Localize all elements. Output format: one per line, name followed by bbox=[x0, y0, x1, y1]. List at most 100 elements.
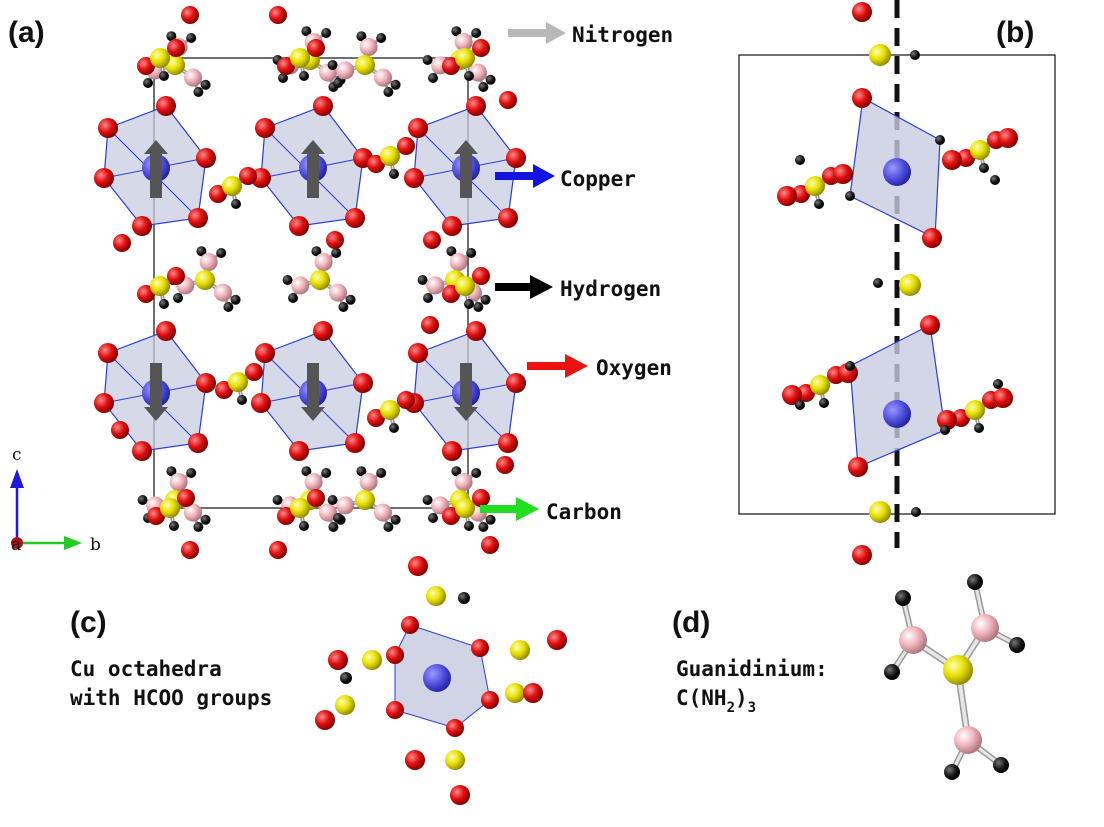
oxygen-atom bbox=[442, 441, 462, 461]
axis-label-b: b bbox=[90, 535, 101, 555]
hydrogen-atom bbox=[389, 169, 399, 179]
oxygen-atom bbox=[132, 441, 152, 461]
carbon-atom bbox=[869, 44, 891, 66]
hydrogen-atom bbox=[288, 293, 298, 303]
hydrogen-atom bbox=[356, 466, 367, 477]
carbon-atom bbox=[290, 48, 310, 68]
hydrogen-atom bbox=[795, 155, 805, 165]
hydrogen-atom bbox=[327, 60, 338, 70]
hydrogen-atom bbox=[143, 78, 153, 88]
panel-b-structure bbox=[777, 2, 1018, 565]
oxygen-atom bbox=[181, 6, 199, 24]
hydrogen-atom bbox=[464, 71, 474, 81]
oxygen-atom bbox=[307, 489, 325, 507]
oxygen-atom bbox=[922, 228, 942, 248]
oxygen-atom bbox=[196, 148, 216, 168]
hydrogen-atom bbox=[231, 199, 241, 209]
hydrogen-atom bbox=[814, 199, 824, 209]
hydrogen-atom bbox=[230, 294, 241, 305]
hydrogen-atom bbox=[819, 398, 829, 408]
hydrogen-atom bbox=[390, 514, 401, 525]
hydrogen-atom bbox=[473, 302, 484, 312]
hydrogen-atom bbox=[376, 468, 387, 478]
hydrogen-atom bbox=[200, 79, 211, 90]
carbon-atom bbox=[160, 498, 180, 518]
oxygen-atom bbox=[255, 118, 275, 138]
cu-octahedron bbox=[849, 324, 946, 468]
nitrogen-atom bbox=[336, 496, 355, 515]
oxygen-atom bbox=[421, 316, 439, 334]
oxygen-atom bbox=[94, 393, 114, 413]
oxygen-atom bbox=[313, 96, 333, 116]
hydrogen-atom bbox=[428, 73, 438, 83]
hydrogen-atom bbox=[428, 513, 438, 523]
hydrogen-atom bbox=[383, 87, 394, 97]
oxygen-atom bbox=[506, 148, 526, 168]
hydrogen-atom bbox=[845, 361, 855, 371]
carbon-atom bbox=[380, 146, 400, 166]
oxygen-atom bbox=[852, 88, 872, 108]
carbon-atom bbox=[455, 276, 475, 296]
oxygen-atom bbox=[397, 137, 415, 155]
oxygen-atom bbox=[326, 231, 344, 249]
hydrogen-atom bbox=[422, 55, 433, 65]
hydrogen-atom bbox=[967, 574, 983, 590]
axis-triad: c a b bbox=[10, 445, 101, 555]
oxygen-atom bbox=[113, 234, 131, 252]
hydrogen-atom bbox=[216, 248, 227, 258]
carbon-atom bbox=[335, 695, 355, 715]
spin-arrow-icon bbox=[144, 407, 168, 421]
axis-c-arrow-icon bbox=[10, 469, 24, 488]
nitrogen-atom bbox=[214, 283, 232, 302]
oxygen-atom bbox=[289, 441, 309, 461]
hydrogen-atom bbox=[301, 466, 312, 477]
carbon-atom bbox=[380, 400, 400, 420]
hydrogen-atom bbox=[417, 275, 428, 285]
spin-arrow-icon bbox=[454, 140, 478, 154]
oxygen-atom bbox=[442, 507, 460, 525]
hydrogen-atom bbox=[333, 78, 343, 88]
hydrogen-atom bbox=[993, 379, 1003, 389]
hydrogen-atom bbox=[338, 302, 349, 312]
oxygen-atom bbox=[98, 343, 118, 363]
panel-label-c: (c) bbox=[70, 606, 107, 639]
hydrogen-atom bbox=[478, 522, 489, 532]
carbon-atom bbox=[362, 650, 382, 670]
hydrogen-atom bbox=[940, 425, 950, 435]
nitrogen-atom bbox=[449, 253, 468, 271]
hydrogen-atom bbox=[471, 468, 482, 478]
caption-c-line1: Cu octahedra bbox=[70, 657, 222, 681]
carbon-atom bbox=[805, 176, 825, 196]
copper-atom bbox=[883, 158, 911, 186]
nitrogen-atom bbox=[314, 253, 333, 271]
nitrogen-atom bbox=[374, 503, 392, 522]
hydrogen-atom bbox=[990, 175, 1000, 185]
hydrogen-atom bbox=[466, 248, 477, 258]
hydrogen-atom bbox=[137, 495, 148, 505]
hydrogen-atom bbox=[390, 79, 401, 90]
oxygen-atom bbox=[315, 710, 335, 730]
oxygen-atom bbox=[367, 155, 385, 173]
oxygen-atom bbox=[367, 409, 385, 427]
nitrogen-atom bbox=[899, 626, 927, 654]
hydrogen-atom bbox=[845, 191, 855, 201]
hydrogen-atom bbox=[464, 299, 474, 309]
hydrogen-atom bbox=[278, 73, 288, 83]
oxygen-atom bbox=[472, 39, 490, 57]
oxygen-atom bbox=[313, 321, 333, 341]
spin-arrow-shaft bbox=[460, 363, 472, 409]
hydrogen-atom bbox=[272, 495, 283, 505]
carbon-atom bbox=[965, 400, 985, 420]
oxygen-atom bbox=[111, 421, 129, 439]
oxygen-atom bbox=[481, 691, 499, 709]
oxygen-atom bbox=[998, 128, 1018, 148]
hydrogen-atom bbox=[423, 293, 433, 303]
nitrogen-atom bbox=[199, 253, 218, 271]
hydrogen-atom bbox=[311, 246, 322, 257]
hydrogen-atom bbox=[299, 71, 309, 81]
nitrogen-atom bbox=[454, 473, 473, 491]
nitrogen-atom bbox=[359, 38, 378, 56]
nitrogen-atom bbox=[359, 473, 378, 491]
carbon-atom bbox=[505, 683, 525, 703]
